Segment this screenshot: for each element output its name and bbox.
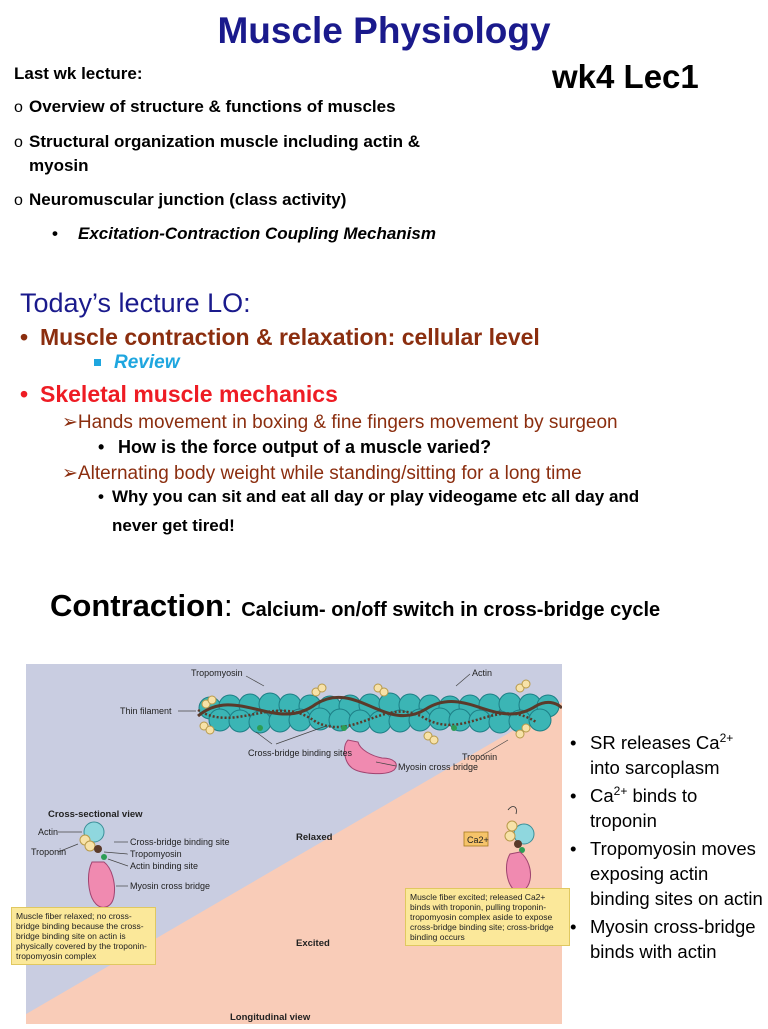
label-excited: Excited <box>296 938 330 949</box>
week-label: wk4 Lec1 <box>552 58 699 95</box>
contraction-heading: Contraction: Calcium- on/off switch in c… <box>50 588 661 623</box>
square-bullet-icon <box>94 359 101 367</box>
label-actin: Actin <box>472 668 492 678</box>
myosin-cross-bridge-shape <box>344 739 397 775</box>
question-force-output: •How is the force output of a muscle var… <box>98 437 492 457</box>
topic-contraction-relaxation: •Muscle contraction & relaxation: cellul… <box>20 324 540 350</box>
arrow-bullet-icon: ➢ <box>62 412 78 433</box>
bullet-marker: o <box>14 99 23 116</box>
side-point-sr-releases: SR releases Ca2+ into sarcoplasm <box>570 730 765 780</box>
arrow-bullet-icon: ➢ <box>62 463 78 484</box>
topic-skeletal-mechanics: •Skeletal muscle mechanics <box>20 381 338 407</box>
side-point-myosin-binds: Myosin cross-bridge binds with actin <box>570 914 765 964</box>
label-longitudinal-view: Longitudinal view <box>230 1012 311 1023</box>
page-title: Muscle Physiology <box>217 10 551 51</box>
question-never-tired-cont: never get tired! <box>112 516 235 535</box>
question-never-tired: •Why you can sit and eat all day or play… <box>98 487 640 506</box>
note-relaxed: Muscle fiber relaxed; no cross-bridge bi… <box>11 907 156 965</box>
today-heading: Today’s lecture LO: <box>20 288 251 318</box>
label-ca: Ca2+ <box>467 835 489 845</box>
note-excited: Muscle fiber excited; released Ca2+ bind… <box>405 888 570 946</box>
label-thin-filament: Thin filament <box>120 706 172 716</box>
last-week-subitem: •Excitation-Contraction Coupling Mechani… <box>52 224 436 243</box>
last-week-heading: Last wk lecture: <box>14 64 143 83</box>
label-troponin: Troponin <box>462 752 497 762</box>
bullet-marker: o <box>14 134 23 151</box>
label-relaxed: Relaxed <box>296 832 333 843</box>
label-cs-actin: Actin <box>38 827 58 837</box>
label-cross-bridge-binding-sites: Cross-bridge binding sites <box>248 748 353 758</box>
label-tropomyosin: Tropomyosin <box>191 668 243 678</box>
calcium-switch-figure: Tropomyosin Actin Thin filament Cross-br… <box>11 664 570 1024</box>
label-cs-binding-site: Cross-bridge binding site <box>130 837 230 847</box>
side-points: SR releases Ca2+ into sarcoplasm Ca2+ bi… <box>570 730 765 967</box>
label-cs-troponin: Troponin <box>31 847 66 857</box>
label-cross-sectional-view: Cross-sectional view <box>48 809 143 820</box>
label-myosin-cross-bridge: Myosin cross bridge <box>398 762 478 772</box>
label-cs-tropomyosin: Tropomyosin <box>130 849 182 859</box>
point-body-weight: ➢Alternating body weight while standing/… <box>62 463 582 484</box>
label-cs-myosin-cross-bridge: Myosin cross bridge <box>130 881 210 891</box>
side-point-ca-binds: Ca2+ binds to troponin <box>570 783 765 833</box>
bullet-marker: o <box>14 192 23 209</box>
thin-filament <box>197 679 564 745</box>
last-week-item-2-cont: myosin <box>29 156 89 175</box>
side-point-tropomyosin-moves: Tropomyosin moves exposing actin binding… <box>570 836 765 911</box>
review-label: Review <box>94 352 179 374</box>
point-hands-movement: ➢Hands movement in boxing & fine fingers… <box>62 412 618 433</box>
label-cs-actin-binding-site: Actin binding site <box>130 861 198 871</box>
figure-svg: Tropomyosin Actin Thin filament Cross-br… <box>26 664 564 1024</box>
